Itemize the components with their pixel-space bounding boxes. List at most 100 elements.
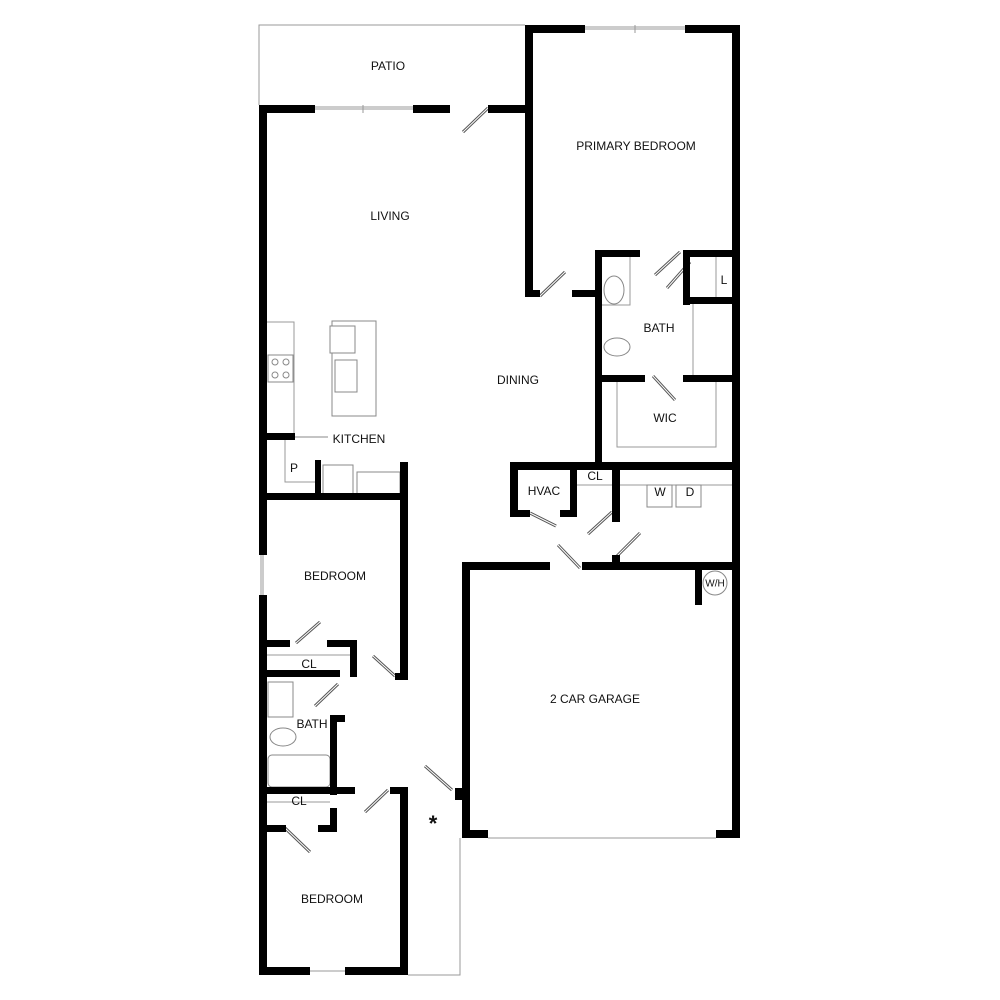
- wall: [525, 25, 533, 297]
- wall: [330, 715, 337, 795]
- wall: [685, 25, 740, 33]
- fixtures: [267, 275, 728, 788]
- door-icon: [587, 511, 613, 535]
- room-label-dining: DINING: [497, 373, 539, 387]
- wall: [510, 462, 740, 470]
- wall: [330, 808, 337, 832]
- wall: [595, 375, 645, 382]
- door-icon: [654, 251, 681, 276]
- wall: [595, 250, 602, 470]
- wall: [259, 105, 315, 113]
- wall: [683, 250, 740, 257]
- label-washer: W: [654, 485, 666, 499]
- wall: [315, 460, 321, 500]
- room-label-primary-bath: BATH: [643, 321, 674, 335]
- room-label-primary-bedroom: PRIMARY BEDROOM: [576, 139, 696, 153]
- label-dryer: D: [686, 485, 695, 499]
- wall: [732, 25, 740, 838]
- toilet-icon: [603, 337, 631, 357]
- sink-icon: [267, 681, 294, 718]
- wall: [510, 462, 518, 517]
- wall: [560, 510, 577, 517]
- door-icon: [364, 789, 389, 813]
- wall: [318, 825, 337, 832]
- wall: [330, 715, 345, 722]
- wall: [327, 640, 357, 647]
- room-label-laundry-closet: CL: [587, 469, 603, 483]
- wall: [259, 493, 408, 500]
- wall: [683, 250, 690, 305]
- wall: [462, 562, 470, 838]
- kitchen-sink-icon: [334, 359, 358, 393]
- room-label-bedroom-2: BEDROOM: [301, 892, 363, 906]
- wall: [488, 105, 533, 113]
- wall: [595, 250, 640, 257]
- wall: [525, 25, 585, 33]
- wall: [345, 967, 408, 975]
- wall: [683, 297, 740, 304]
- refrigerator-icon: [322, 464, 354, 498]
- wall: [612, 462, 620, 522]
- wall: [570, 462, 577, 517]
- wall: [400, 787, 408, 975]
- wall: [582, 562, 740, 570]
- wall: [395, 673, 408, 680]
- wall: [510, 510, 530, 517]
- door-icon: [616, 532, 641, 557]
- doors: [283, 106, 692, 854]
- label-water-heater: W/H: [705, 579, 724, 590]
- room-label-kitchen: KITCHEN: [333, 432, 386, 446]
- door-icon: [462, 107, 489, 133]
- washer-icon: [646, 484, 673, 508]
- wall: [259, 967, 310, 975]
- door-icon: [652, 375, 676, 401]
- room-label-living: LIVING: [370, 209, 409, 223]
- wall: [259, 640, 290, 647]
- door-icon: [557, 544, 581, 569]
- bathtub-icon: [267, 754, 331, 788]
- dishwasher: [329, 325, 356, 354]
- wall: [413, 105, 450, 113]
- wall: [259, 105, 267, 555]
- door-icon: [424, 765, 453, 791]
- wall: [572, 290, 602, 297]
- sink-icon: [603, 275, 625, 305]
- wall: [400, 462, 408, 500]
- room-label-pantry: P: [290, 461, 298, 475]
- entry-marker: *: [429, 811, 438, 836]
- wall: [455, 788, 470, 800]
- dryer-icon: [675, 484, 702, 508]
- wall: [683, 375, 740, 382]
- water-heater-icon: [702, 570, 728, 596]
- wall: [400, 493, 408, 680]
- door-icon: [372, 655, 396, 677]
- wall: [716, 830, 740, 838]
- wall: [612, 555, 620, 570]
- room-label-bath-2: BATH: [296, 717, 327, 731]
- room-label-bedroom-1: BEDROOM: [304, 569, 366, 583]
- room-label-wic: WIC: [653, 411, 677, 425]
- walls: [259, 25, 740, 975]
- room-label-garage: 2 CAR GARAGE: [550, 692, 640, 706]
- wall: [259, 670, 340, 677]
- room-label-linen: L: [721, 273, 728, 287]
- room-label-bedroom-1-closet: CL: [301, 657, 317, 671]
- room-label-bedroom-2-closet: CL: [291, 794, 307, 808]
- wall: [259, 595, 267, 975]
- door-icon: [539, 271, 566, 297]
- room-label-hvac: HVAC: [528, 484, 561, 498]
- door-icon: [314, 683, 339, 707]
- room-label-patio: PATIO: [371, 59, 405, 73]
- wall: [259, 433, 295, 440]
- door-icon: [295, 621, 321, 644]
- door-icon: [529, 512, 557, 527]
- wall: [390, 787, 408, 794]
- wall: [462, 830, 488, 838]
- wall: [525, 290, 540, 297]
- stove-icon: [267, 354, 294, 383]
- toilet-icon: [269, 727, 297, 747]
- wall: [350, 640, 357, 677]
- wall: [259, 825, 286, 832]
- wall: [465, 562, 550, 570]
